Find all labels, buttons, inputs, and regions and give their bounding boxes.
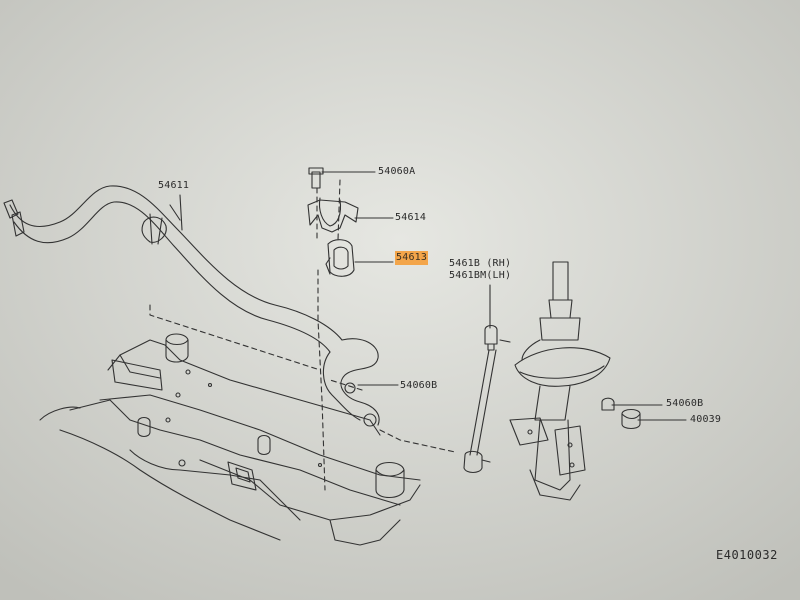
label-cap: 40039 xyxy=(690,414,722,425)
strut-assembly xyxy=(509,261,641,501)
leader-lines xyxy=(179,171,687,421)
label-stabilizer-bar: 54611 xyxy=(158,180,190,191)
label-link-rh: 5461B (RH) xyxy=(449,258,512,269)
label-clamp: 54614 xyxy=(395,212,427,223)
label-link-lh: 5461BM(LH) xyxy=(449,270,512,281)
stabilizer-link xyxy=(344,324,511,474)
label-bolt: 54060A xyxy=(378,166,416,177)
subframe xyxy=(39,333,421,546)
stabilizer-bar xyxy=(3,185,380,426)
label-nut-right: 54060B xyxy=(666,398,704,409)
label-nut-left: 54060B xyxy=(400,380,438,391)
label-bushing-highlighted: 54613 xyxy=(395,251,429,265)
assembly-lines xyxy=(149,179,456,491)
diagram-code: E4010032 xyxy=(716,548,778,562)
